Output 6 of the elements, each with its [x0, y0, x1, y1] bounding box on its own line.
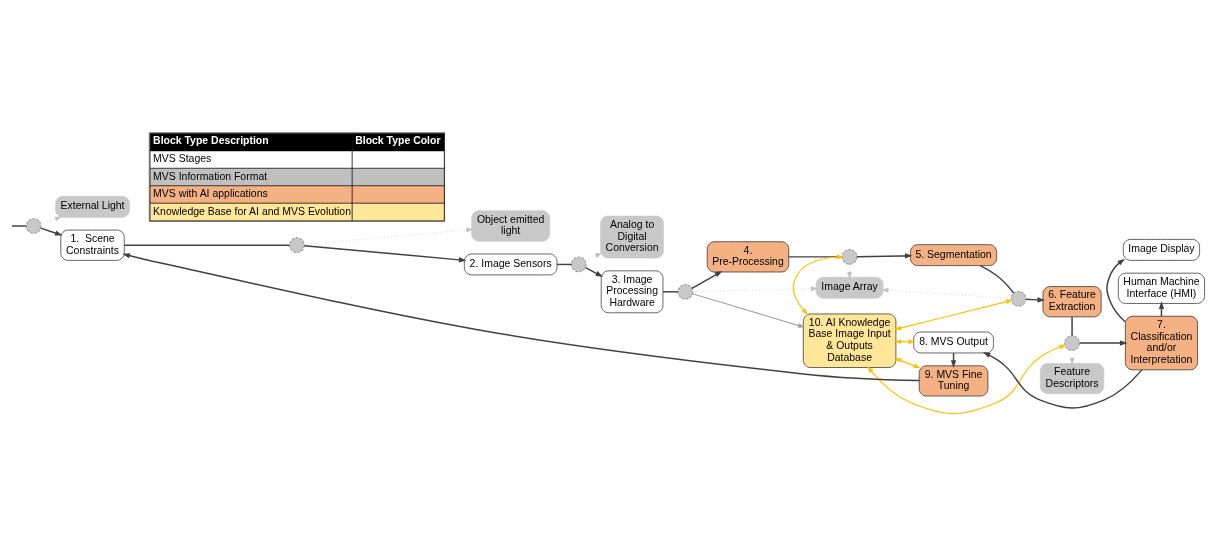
label: Block Type Description: [153, 134, 269, 146]
legend-label: MVS with AI applications: [153, 187, 268, 199]
legend-label: Knowledge Base for AI and MVS Evolution: [153, 205, 351, 217]
label: Block Type Color: [355, 134, 441, 146]
legend-label: MVS Information Format: [153, 170, 268, 182]
legend-label: MVS Stages: [153, 152, 212, 164]
